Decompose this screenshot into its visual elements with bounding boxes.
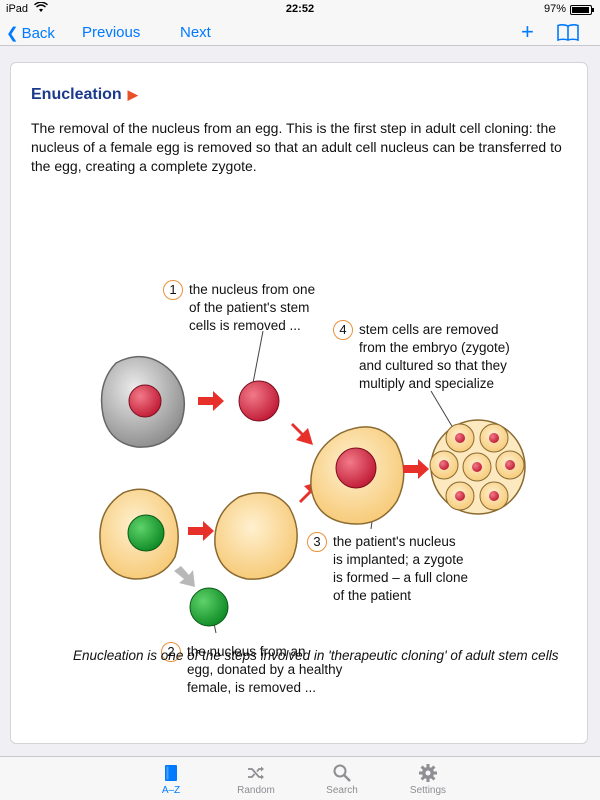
- tab-bar: A–Z Random Search Settings: [0, 756, 600, 800]
- annotation-line: stem cells are removed: [359, 322, 499, 337]
- cloning-diagram: [99, 330, 526, 634]
- annotation-line: cells is removed ...: [189, 318, 301, 333]
- annotation-1: 1 the nucleus from one of the patient's …: [163, 280, 369, 335]
- next-button[interactable]: Next: [180, 24, 211, 41]
- patient-nucleus: [128, 384, 162, 418]
- step-number: 3: [307, 532, 327, 552]
- annotation-line: is formed – a full clone: [333, 570, 469, 585]
- clock: 22:52: [285, 3, 315, 15]
- chevron-left-icon: ❮: [6, 25, 19, 42]
- step-number: 1: [163, 280, 183, 300]
- annotation-3: 3 the patient's nucleus is implanted; a …: [307, 532, 513, 605]
- wifi-icon: [34, 1, 48, 16]
- annotation-line: multiply and specialize: [359, 376, 495, 391]
- cloning-illustration: 1 the nucleus from one of the patient's …: [71, 211, 541, 695]
- tab-label: A–Z: [161, 785, 181, 796]
- tab-random[interactable]: Random: [211, 757, 301, 800]
- entry-term: Enucleation ▶: [31, 86, 138, 104]
- search-icon: [332, 763, 352, 783]
- step-number: 2: [161, 642, 181, 662]
- annotation-4: 4 stem cells are removed from the embryo…: [333, 320, 539, 393]
- play-audio-icon[interactable]: ▶: [127, 87, 138, 102]
- annotation-line: egg, donated by a healthy: [187, 662, 343, 677]
- figure-caption: Enucleation is one of the steps involved…: [73, 648, 559, 663]
- book-icon[interactable]: [557, 24, 579, 42]
- annotation-line: from the embryo (zygote): [359, 340, 510, 355]
- step-number: 4: [333, 320, 353, 340]
- arrow-down-right: [291, 423, 313, 445]
- tab-a-z[interactable]: A–Z: [126, 757, 216, 800]
- entry-card: Enucleation ▶ The removal of the nucleus …: [10, 62, 588, 744]
- annotation-line: of the patient: [333, 588, 412, 603]
- annotation-line: the nucleus from one: [189, 282, 316, 297]
- status-bar: iPad 22:52 97%: [0, 0, 600, 20]
- tab-label: Search: [326, 785, 358, 796]
- removed-egg-nucleus: [189, 587, 229, 627]
- annotation-2: 2 the nucleus from an egg, donated by a …: [161, 642, 367, 697]
- annotation-line: the patient's nucleus: [333, 534, 456, 549]
- leader-line-4: [430, 390, 457, 434]
- arrow-right-1: [198, 391, 224, 411]
- leader-line-1: [252, 330, 264, 384]
- previous-button[interactable]: Previous: [82, 24, 141, 41]
- tab-label: Settings: [409, 785, 447, 796]
- embryo-nuclei: [439, 433, 515, 501]
- navigation-bar: ❮Back Previous Next +: [0, 19, 600, 46]
- tab-label: Random: [237, 785, 275, 796]
- extracted-patient-nucleus: [238, 380, 280, 422]
- back-label: Back: [21, 25, 55, 42]
- back-button[interactable]: ❮Back: [6, 24, 55, 42]
- book-icon: [161, 763, 181, 783]
- egg-nucleus: [127, 514, 165, 552]
- enucleated-egg: [214, 492, 298, 580]
- annotation-line: and cultured so that they: [359, 358, 507, 373]
- term-title: Enucleation: [31, 86, 122, 103]
- annotation-line: is implanted; a zygote: [333, 552, 464, 567]
- battery-icon: [570, 5, 594, 15]
- tab-settings[interactable]: Settings: [383, 757, 473, 800]
- gear-icon: [418, 763, 438, 783]
- annotation-line: female, is removed ...: [187, 680, 317, 695]
- annotation-line: of the patient's stem: [189, 300, 310, 315]
- zygote-nucleus: [335, 447, 377, 489]
- annotation-line: the nucleus from an: [187, 644, 306, 659]
- arrow-right-2: [188, 521, 214, 541]
- tab-search[interactable]: Search: [297, 757, 387, 800]
- arrow-gray-down: [174, 566, 195, 587]
- arrow-right-3: [403, 459, 429, 479]
- battery-percent: 97%: [543, 3, 566, 15]
- add-icon[interactable]: +: [521, 19, 534, 44]
- carrier-label: iPad: [6, 3, 29, 15]
- shuffle-icon: [246, 763, 266, 783]
- entry-definition: The removal of the nucleus from an egg. …: [31, 120, 562, 174]
